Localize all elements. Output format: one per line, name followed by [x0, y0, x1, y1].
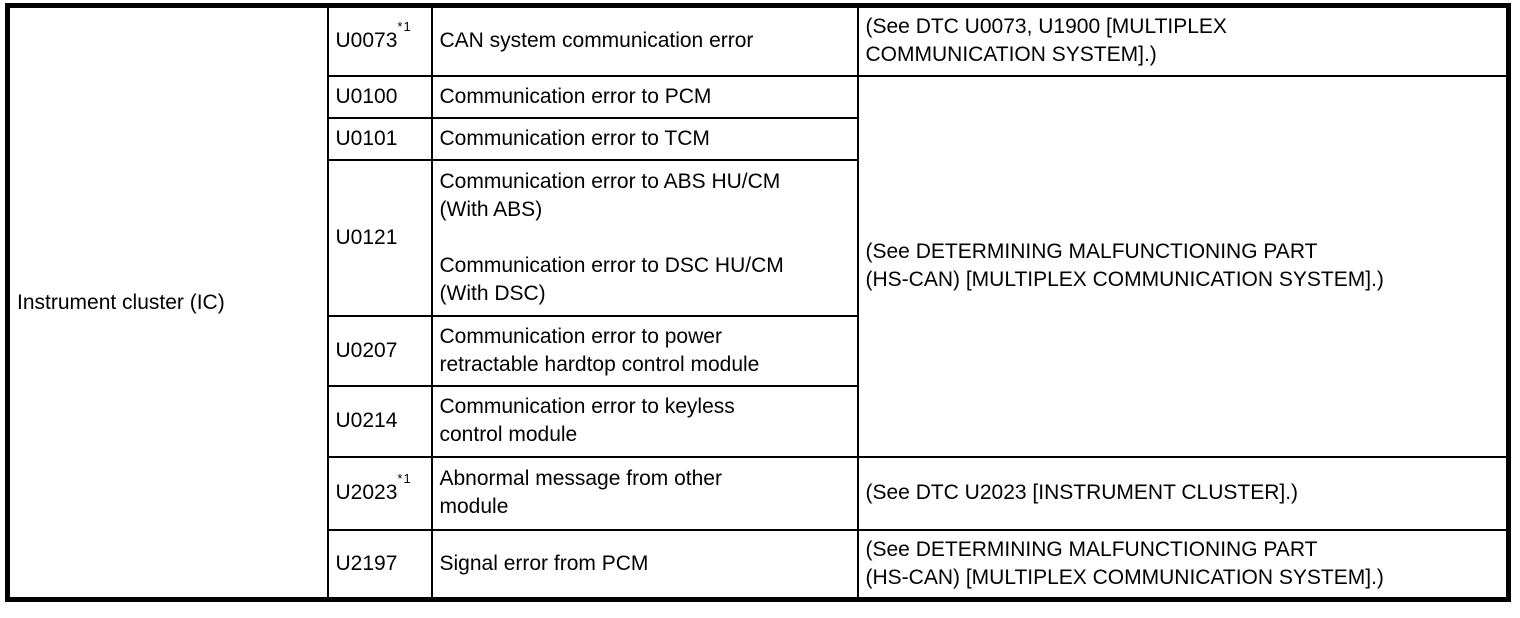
- dtc-code-cell: U2023*1: [326, 455, 433, 531]
- dtc-code: U0207: [335, 338, 398, 362]
- dtc-code-cell: U0207: [326, 314, 433, 387]
- description-cell: Signal error from PCM: [430, 528, 859, 601]
- description-text: Communication error to power retractable…: [439, 324, 760, 376]
- dtc-code: U0073: [335, 29, 398, 53]
- description-text: Communication error to ABS HU/CM (With A…: [439, 169, 784, 305]
- dtc-code-suffix: *1: [397, 19, 412, 35]
- reference-cell: (See DTC U0073, U1900 [MULTIPLEX COMMUNI…: [856, 4, 1510, 77]
- description-text: Communication error to TCM: [439, 126, 710, 150]
- table-row: U0100 Communication error to PCM (See DE…: [8, 74, 1510, 458]
- reference-text: (See DTC U2023 [INSTRUMENT CLUSTER].): [865, 481, 1299, 504]
- description-text: Communication error to keyless control m…: [439, 395, 735, 446]
- dtc-table: Instrument cluster (IC) U0073*1 CAN syst…: [5, 3, 1511, 602]
- reference-text: (See DTC U0073, U1900 [MULTIPLEX COMMUNI…: [865, 15, 1227, 67]
- description-cell: Communication error to ABS HU/CM (With A…: [430, 158, 859, 317]
- dtc-code-cell: U0121: [326, 158, 433, 317]
- reference-text: (See DETERMINING MALFUNCTIONING PART (HS…: [865, 537, 1384, 589]
- description-cell: Abnormal message from other module: [430, 455, 859, 531]
- table-row: U0121 Communication error to ABS HU/CM (…: [8, 158, 1509, 317]
- reference-cell: (See DTC U2023 [INSTRUMENT CLUSTER].): [856, 455, 1510, 531]
- reference-cell: (See DETERMINING MALFUNCTIONING PART (HS…: [856, 528, 1510, 601]
- description-text: Abnormal message from other module: [439, 467, 722, 518]
- table-row: U2197 Signal error from PCM (See DETERMI…: [8, 528, 1510, 601]
- reference-text: (See DETERMINING MALFUNCTIONING PART (HS…: [865, 240, 1384, 291]
- description-text: Communication error to PCM: [439, 84, 712, 108]
- dtc-code: U2197: [335, 551, 398, 575]
- table-row: U2023*1 Abnormal message from other modu…: [8, 455, 1510, 531]
- dtc-code-cell: U0100: [326, 74, 433, 119]
- dtc-code: U0101: [335, 126, 398, 150]
- dtc-code-cell: U0073*1: [326, 4, 433, 77]
- table-row: U0214 Communication error to keyless con…: [8, 384, 1509, 458]
- dtc-code-cell: U0101: [326, 116, 433, 161]
- description-cell: Communication error to TCM: [430, 116, 859, 161]
- description-cell: CAN system communication error: [430, 4, 859, 77]
- reference-cell-merged: (See DETERMINING MALFUNCTIONING PART (HS…: [856, 74, 1510, 458]
- dtc-code: U2023: [335, 481, 398, 504]
- system-label: Instrument cluster (IC): [17, 290, 225, 314]
- dtc-code: U0121: [335, 225, 398, 249]
- description-text: Signal error from PCM: [439, 551, 649, 575]
- dtc-code: U0100: [335, 84, 398, 108]
- table-row: U0101 Communication error to TCM: [8, 116, 1509, 161]
- description-cell: Communication error to keyless control m…: [430, 384, 859, 458]
- dtc-code: U0214: [335, 409, 398, 432]
- description-cell: Communication error to power retractable…: [430, 314, 859, 387]
- table-row: U0207 Communication error to power retra…: [8, 314, 1509, 387]
- table-row: Instrument cluster (IC) U0073*1 CAN syst…: [6, 4, 1510, 601]
- system-cell: Instrument cluster (IC): [6, 4, 329, 601]
- dtc-code-cell: U2197: [326, 528, 433, 601]
- description-text: CAN system communication error: [439, 29, 754, 53]
- dtc-code-cell: U0214: [326, 384, 433, 458]
- description-cell: Communication error to PCM: [430, 74, 859, 119]
- dtc-code-suffix: *1: [397, 471, 412, 486]
